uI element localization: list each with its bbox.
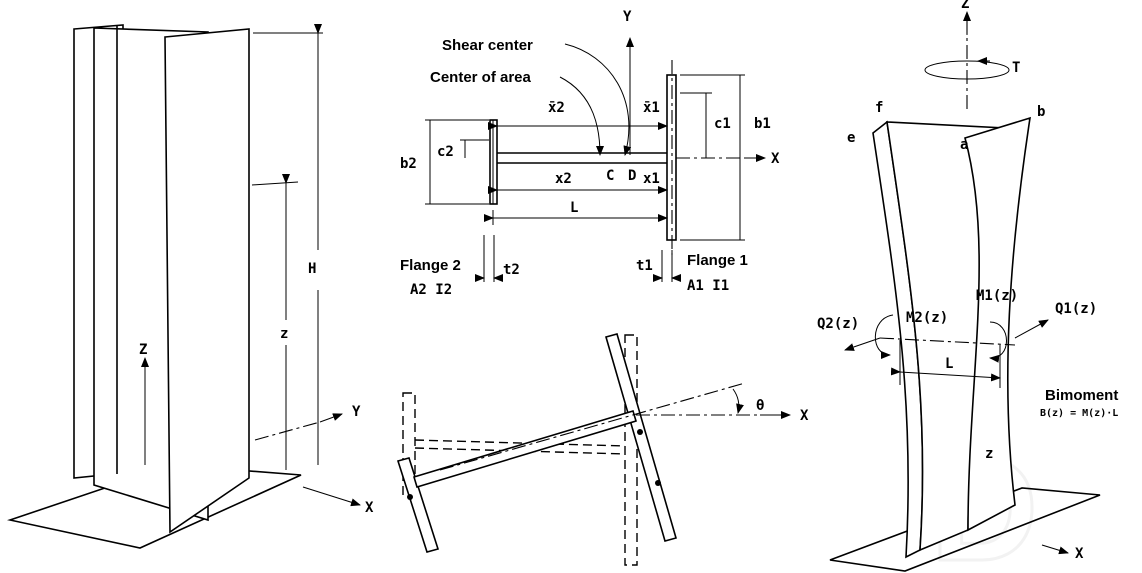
xbar2-label: x̄2 <box>548 100 565 116</box>
shear-center-label: Shear center <box>442 37 533 54</box>
m2-label: M2(z) <box>906 310 948 326</box>
right-x-axis-label: X <box>1075 546 1084 562</box>
point-d-label: D <box>628 168 636 184</box>
bimoment-label: Bimoment <box>1045 387 1118 404</box>
rotated-web <box>413 410 637 488</box>
t1-label: t1 <box>636 258 653 274</box>
right-3d-view: Z T f b e a M2(z) M1(z) Q2(z) Q1(z) L Bi… <box>817 0 1118 572</box>
x1-label: x1 <box>643 171 660 187</box>
rotated-section-view: θ X <box>396 333 809 566</box>
cross-section-view: Y X x̄2 x̄1 x2 x1 L b2 c2 <box>400 9 780 298</box>
b2-label: b2 <box>400 156 417 172</box>
point-e-label: e <box>847 130 855 146</box>
flange-1-panel <box>164 28 250 534</box>
rotated-flange-1 <box>605 333 677 542</box>
x2-label: x2 <box>555 171 572 187</box>
point-b-label: b <box>1037 104 1045 120</box>
flange-1-label: Flange 1 <box>687 252 748 269</box>
right-z-label: z <box>985 446 993 462</box>
b1-label: b1 <box>754 116 771 132</box>
point-a-label: a <box>960 137 968 153</box>
z-height-label: z <box>280 326 288 342</box>
c1-label: c1 <box>714 116 731 132</box>
left-3d-view: H z Z Y X <box>6 24 374 549</box>
flange-2-props: A2 I2 <box>410 282 452 298</box>
q1-label: Q1(z) <box>1055 301 1097 317</box>
section-length-label: L <box>570 200 578 216</box>
point-c-label: C <box>606 168 614 184</box>
theta-label: θ <box>756 398 764 414</box>
rotated-x-axis-label: X <box>800 408 809 424</box>
q2-label: Q2(z) <box>817 316 859 332</box>
right-length-label: L <box>945 356 953 372</box>
height-label: H <box>308 261 316 277</box>
bimoment-formula: B(z) = M(z)·L <box>1040 408 1118 419</box>
rotated-flange-2 <box>396 457 440 553</box>
c2-label: c2 <box>437 144 454 160</box>
flange-2-label: Flange 2 <box>400 257 461 274</box>
section-x-axis-label: X <box>771 151 780 167</box>
right-z-axis-label: Z <box>961 0 969 12</box>
torque-label: T <box>1012 60 1020 76</box>
point-f-label: f <box>875 100 883 116</box>
left-x-axis-label: X <box>365 500 374 516</box>
left-z-axis-label: Z <box>139 342 147 358</box>
m1-label: M1(z) <box>976 288 1018 304</box>
flange-1-props: A1 I1 <box>687 278 729 294</box>
t2-label: t2 <box>503 262 520 278</box>
xbar1-label: x̄1 <box>643 100 660 116</box>
left-y-axis-label: Y <box>352 404 361 420</box>
section-y-axis-label: Y <box>623 9 632 25</box>
center-of-area-label: Center of area <box>430 69 532 86</box>
